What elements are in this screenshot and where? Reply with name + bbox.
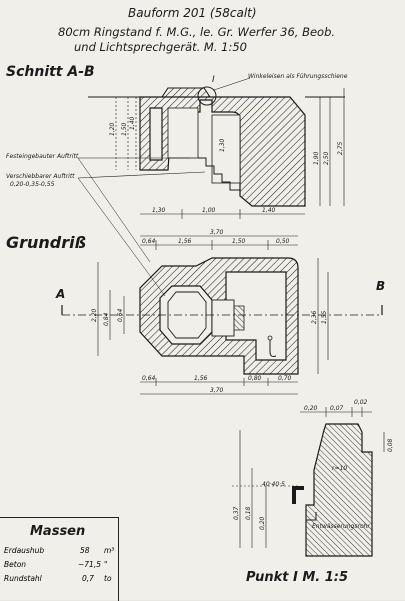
detail-dim-left-1: 0,37 bbox=[233, 506, 240, 520]
detail-dim-left-3: 0,20 bbox=[259, 516, 266, 530]
plan-dim-top-1: 0,64 bbox=[142, 238, 156, 245]
annotation-sliding-dims: 0,20-0,35-0,55 bbox=[10, 181, 55, 188]
massen-value: ~71,5 bbox=[78, 560, 101, 569]
section-dim-left-1: 1,20 bbox=[109, 122, 116, 136]
detail-dim-top-3: 0,02 bbox=[354, 399, 368, 406]
section-dim-left-3: 1,40 bbox=[129, 116, 136, 130]
plan-dim-bottom-2: 1,56 bbox=[194, 375, 208, 382]
plan-view: A B 0,64 1,56 1,50 0,50 3,70 2,20 0,84 0… bbox=[55, 157, 385, 395]
section-dim-bottom-1: 1,30 bbox=[152, 207, 166, 214]
detail-dim-top-2: 0,07 bbox=[330, 405, 344, 412]
annotation-sliding-step: Verschiebbarer Auftritt bbox=[6, 173, 75, 180]
massen-unit: " bbox=[104, 560, 108, 569]
section-dim-bottom-2: 1,00 bbox=[202, 207, 216, 214]
section-dim-bottom-3: 1,40 bbox=[262, 207, 276, 214]
detail-view: 0,20 0,07 0,02 0,08 40·40·5 Entwässerung… bbox=[232, 399, 394, 557]
detail-label-r: r=10 bbox=[332, 465, 347, 472]
massen-label: Rundstahl bbox=[4, 574, 42, 583]
section-dim-mid: 1,30 bbox=[219, 138, 226, 152]
detail-label-angle: 40·40·5 bbox=[262, 481, 285, 488]
section-dim-left-2: 1,50 bbox=[121, 122, 128, 136]
plan-dim-right-1: 2,36 bbox=[311, 310, 318, 324]
massen-label: Erdaushub bbox=[4, 546, 45, 555]
section-dim-right-2: 2,50 bbox=[323, 151, 330, 165]
plan-dim-left-2: 0,84 bbox=[103, 312, 110, 326]
massen-title: Massen bbox=[30, 524, 86, 539]
section-dim-right-3: 2,75 bbox=[337, 141, 344, 155]
plan-dim-top-2: 1,56 bbox=[178, 238, 192, 245]
title-line-1: Bauform 201 (58calt) bbox=[128, 6, 257, 20]
detail-label-drain: Entwässerungsrohr bbox=[312, 523, 370, 530]
annotation-fixed-step: Festeingebauter Auftritt bbox=[6, 153, 79, 160]
massen-unit: m³ bbox=[104, 546, 115, 555]
detail-dim-left-2: 0,18 bbox=[245, 506, 252, 520]
section-title: Schnitt A-B bbox=[6, 64, 95, 80]
massen-table: Massen Erdaushub 58 m³ Beton ~71,5 " Run… bbox=[0, 517, 119, 601]
plan-dim-bottom-1: 0,64 bbox=[142, 375, 156, 382]
massen-unit: to bbox=[104, 574, 112, 583]
plan-dim-top-3: 1,50 bbox=[232, 238, 246, 245]
plan-dim-top-4: 0,50 bbox=[276, 238, 290, 245]
title-line-3: und Lichtsprechgerät. M. 1:50 bbox=[74, 40, 247, 54]
plan-dim-left-1: 2,20 bbox=[91, 308, 98, 322]
detail-dim-right: 0,08 bbox=[387, 438, 394, 452]
plan-dim-left-3: 0,64 bbox=[117, 308, 124, 322]
section-dim-right-1: 1,90 bbox=[313, 151, 320, 165]
plan-title: Grundriß bbox=[6, 233, 87, 252]
detail-title: Punkt I M. 1:5 bbox=[246, 570, 349, 585]
annotation-angle-iron: Winkeleisen als Führungsschiene bbox=[248, 73, 348, 80]
massen-label: Beton bbox=[4, 560, 27, 569]
marker-A: A bbox=[55, 287, 65, 301]
detail-dim-top-1: 0,20 bbox=[304, 405, 318, 412]
title-line-2: 80cm Ringstand f. M.G., le. Gr. Werfer 3… bbox=[58, 25, 336, 39]
callout-I: I bbox=[212, 75, 215, 85]
massen-value: 58 bbox=[80, 546, 90, 555]
plan-dim-bottom-4: 0,70 bbox=[278, 375, 292, 382]
detail-concrete bbox=[305, 423, 373, 557]
massen-value: 0,7 bbox=[82, 574, 94, 583]
plan-dim-right-2: 1,55 bbox=[321, 310, 328, 324]
marker-B: B bbox=[376, 279, 385, 293]
plan-dim-bottom-total: 3,70 bbox=[210, 387, 224, 394]
section-view: I Winkeleisen als Führungsschiene Festei… bbox=[6, 73, 348, 219]
plan-dim-top-total: 3,70 bbox=[210, 229, 224, 236]
plan-dim-bottom-3: 0,80 bbox=[248, 375, 262, 382]
